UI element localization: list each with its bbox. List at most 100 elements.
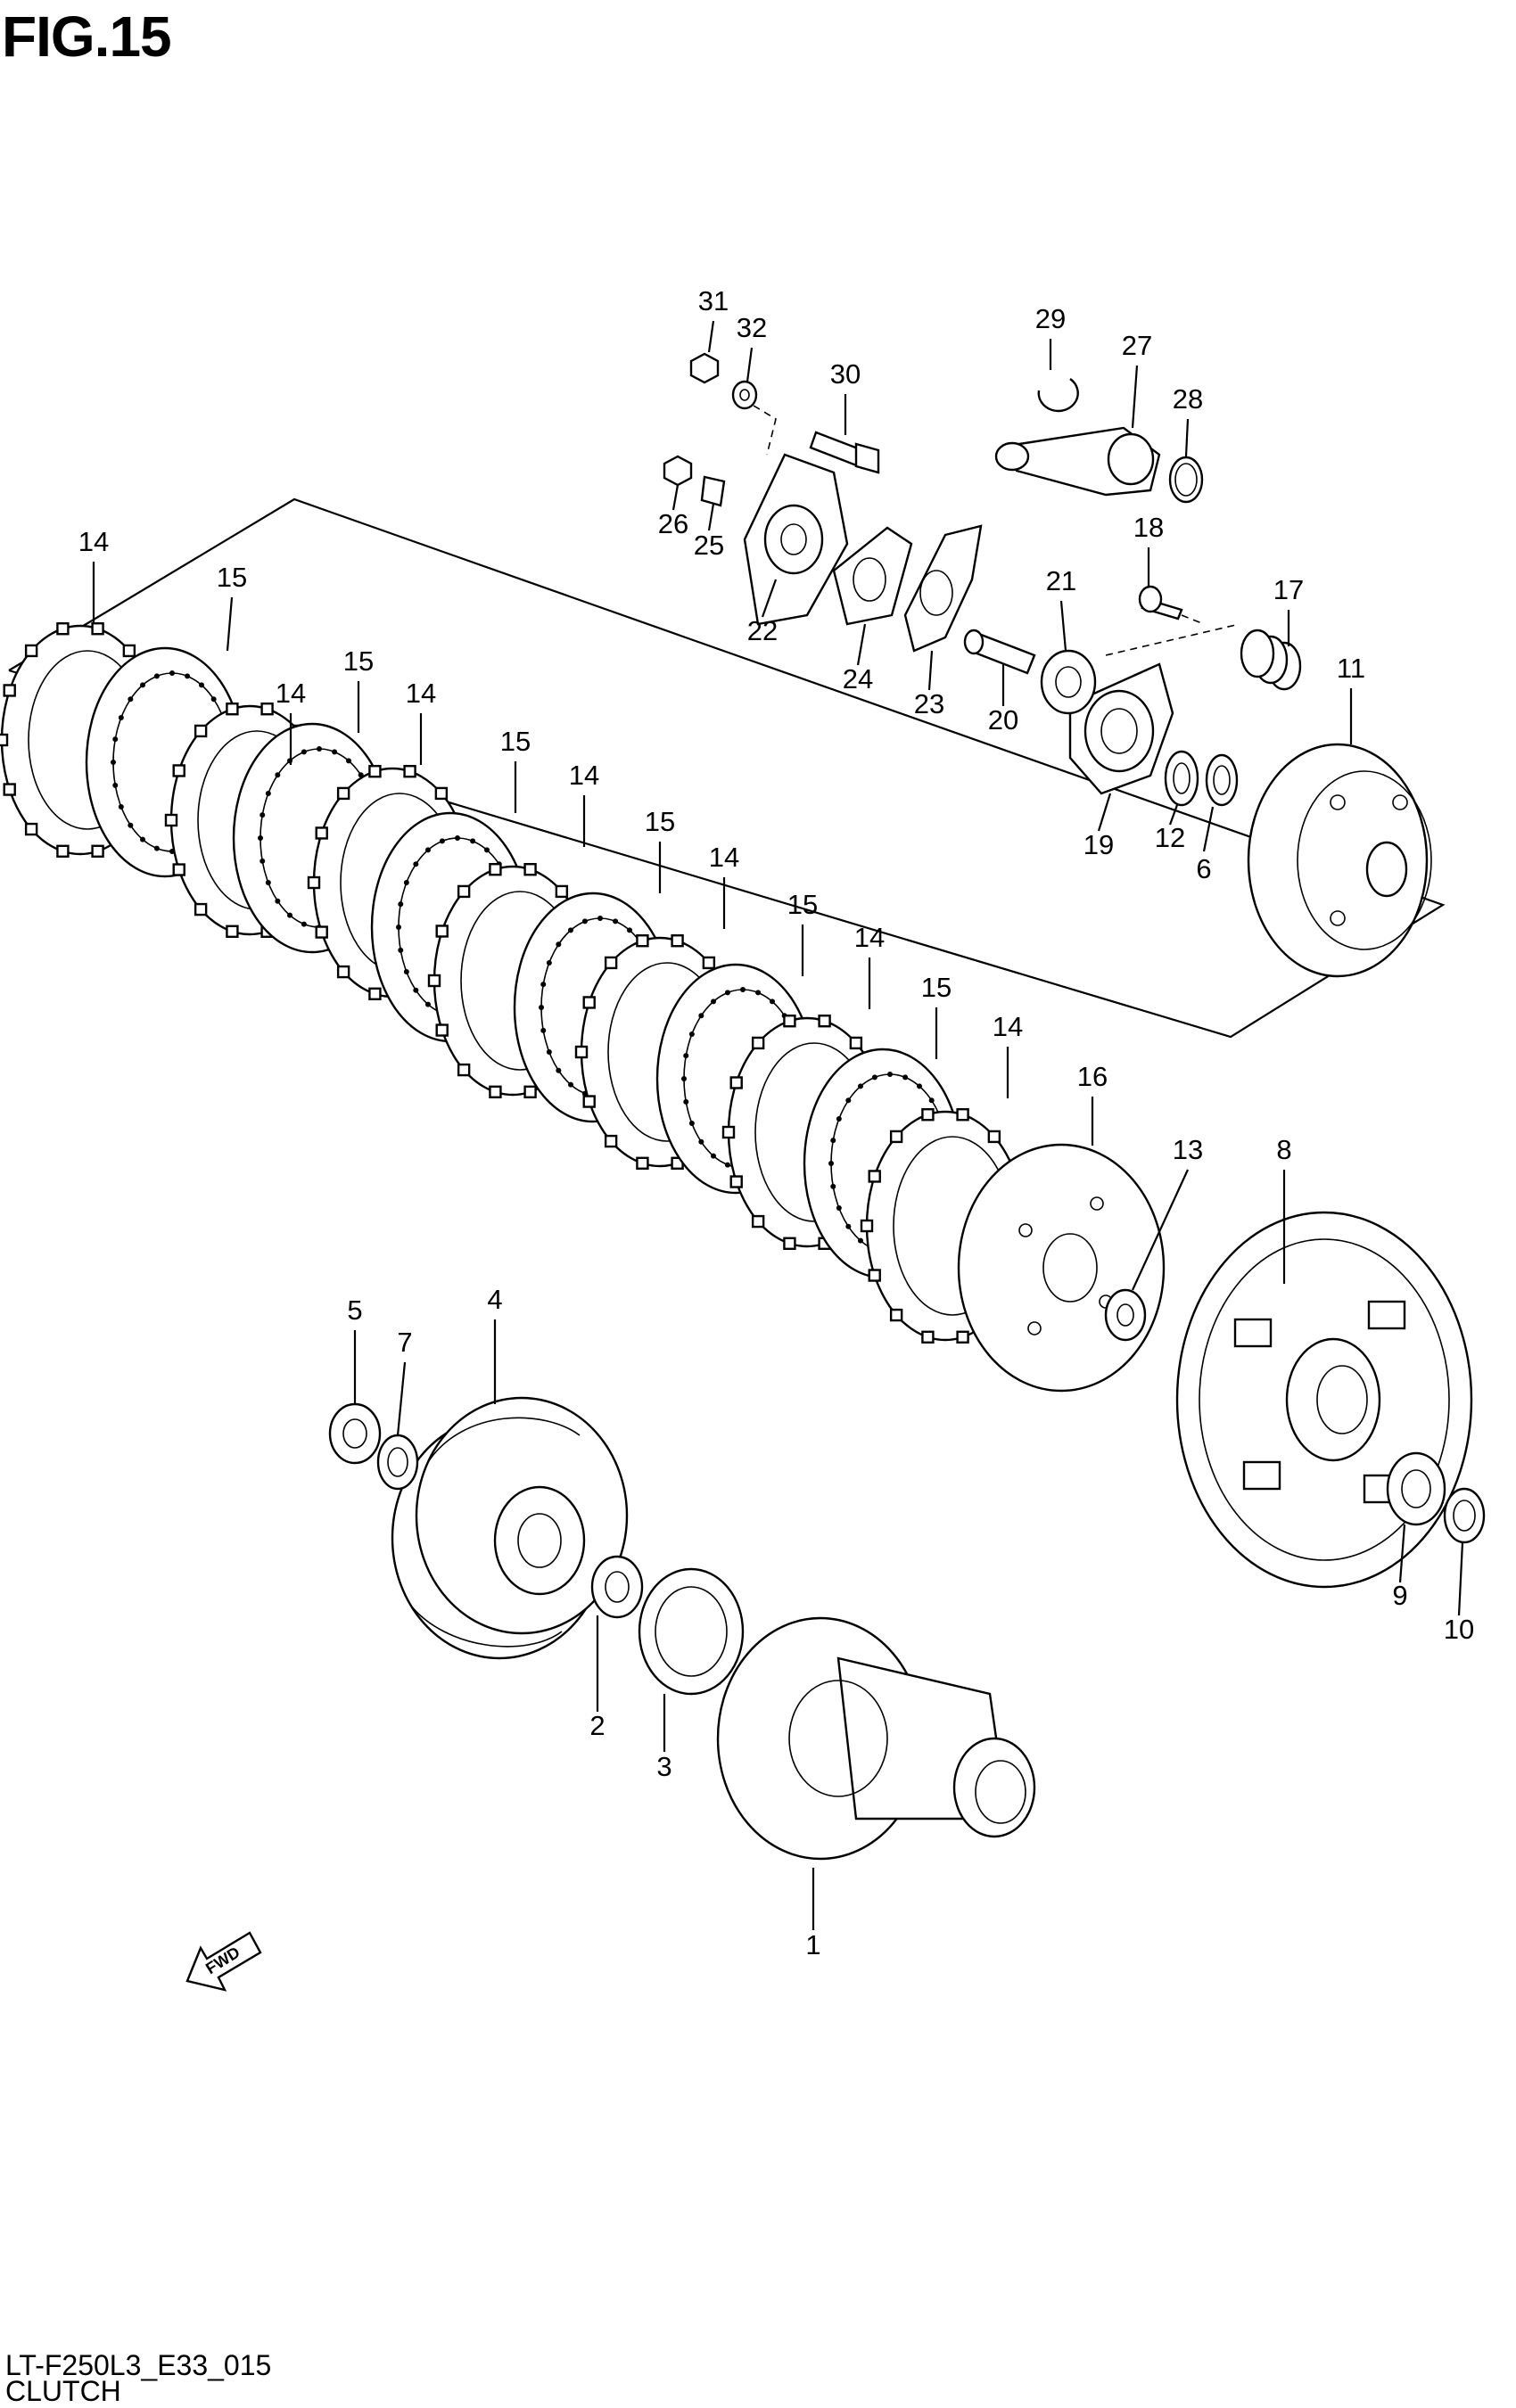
callout-22: 22 [747, 615, 778, 646]
callout-stack-15: 15 [343, 645, 374, 677]
callout-stack-15: 15 [787, 889, 818, 920]
washer-10 [1443, 1487, 1486, 1544]
leader-25 [707, 503, 715, 531]
callout-20: 20 [988, 704, 1018, 736]
callout-stack-15: 15 [500, 726, 531, 757]
gasket-24 [832, 526, 913, 626]
clutch-plate-stack [0, 622, 1031, 1344]
leader-10 [1457, 1541, 1464, 1616]
callout-18: 18 [1133, 512, 1164, 543]
callout-6: 6 [1196, 853, 1211, 884]
callout-31: 31 [698, 285, 729, 316]
leader-27 [1131, 365, 1139, 429]
callout-28: 28 [1173, 383, 1203, 415]
fwd-arrow-icon: FWD [185, 1931, 262, 1992]
clutch-housing-8 [1175, 1211, 1473, 1589]
washer-6 [1205, 753, 1239, 807]
release-cam-22 [743, 453, 849, 626]
spacer-9 [1386, 1451, 1446, 1526]
callout-14: 14 [78, 526, 109, 557]
callout-stack-14: 14 [993, 1011, 1023, 1042]
centrifugal-shoe-assembly-4 [391, 1396, 629, 1660]
leader-23 [927, 650, 934, 691]
callout-9: 9 [1392, 1580, 1407, 1611]
figure-title: FIG.15 [2, 4, 172, 69]
drawing-code: LT-F250L3_E33_015 [5, 2349, 272, 2381]
leader-15 [226, 596, 234, 652]
assembly-boundary-line [8, 497, 1446, 1039]
callout-stack-14: 14 [406, 678, 436, 709]
callout-25: 25 [694, 530, 724, 561]
leader-24 [856, 623, 867, 666]
alignment-guide [1105, 623, 1240, 656]
circlip-29 [1037, 378, 1079, 413]
leader-19 [1097, 793, 1112, 832]
stud-25 [700, 475, 726, 507]
pressure-plate-16 [957, 1143, 1166, 1393]
callout-4: 4 [487, 1284, 502, 1315]
leader-7 [396, 1361, 407, 1436]
callout-17: 17 [1273, 574, 1304, 605]
alignment-guide [753, 405, 777, 456]
leader-22 [761, 579, 778, 618]
callout-11: 11 [1337, 653, 1365, 684]
clutch-sleeve-hub-11 [1247, 743, 1432, 978]
callout-19: 19 [1083, 829, 1114, 860]
leader-9 [1398, 1524, 1406, 1583]
callout-21: 21 [1046, 565, 1076, 596]
callout-15: 15 [217, 562, 247, 593]
one-way-clutch-3 [638, 1567, 745, 1696]
leader-32 [746, 347, 754, 382]
callout-stack-14: 14 [709, 842, 739, 873]
leader-26 [671, 484, 680, 511]
nut-26 [663, 455, 693, 487]
release-plate-19 [1068, 662, 1174, 795]
bushing-2 [590, 1555, 644, 1619]
washer-13 [1104, 1288, 1147, 1342]
callout-5: 5 [347, 1294, 362, 1326]
callout-29: 29 [1035, 303, 1066, 334]
callout-stack-15: 15 [921, 972, 952, 1003]
callout-32: 32 [737, 312, 767, 343]
figure-caption: CLUTCH [5, 2375, 121, 2407]
callout-16: 16 [1077, 1061, 1108, 1092]
callout-8: 8 [1276, 1134, 1291, 1165]
callout-2: 2 [589, 1710, 605, 1741]
nut-31 [689, 352, 720, 384]
spring-17 [1240, 629, 1302, 691]
callout-1: 1 [805, 1929, 820, 1960]
push-rod-20 [963, 629, 1036, 675]
leader-6 [1202, 806, 1215, 852]
leader-28 [1184, 418, 1190, 457]
callout-23: 23 [914, 688, 944, 719]
bearing-21 [1040, 649, 1097, 715]
callout-10: 10 [1444, 1614, 1474, 1645]
callout-30: 30 [830, 358, 861, 390]
callout-13: 13 [1173, 1134, 1203, 1165]
callout-27: 27 [1122, 330, 1152, 361]
callout-stack-14: 14 [276, 678, 306, 709]
callout-12: 12 [1155, 822, 1185, 853]
washer-12 [1164, 750, 1199, 807]
washer-32 [731, 380, 758, 410]
release-arm-27 [994, 426, 1161, 497]
callout-7: 7 [397, 1327, 412, 1358]
bolt-18 [1138, 585, 1183, 620]
callout-26: 26 [658, 508, 688, 539]
leader-13 [1132, 1169, 1189, 1291]
clutch-drum-1 [716, 1616, 1036, 1861]
o-ring-28 [1168, 456, 1204, 504]
callout-leaders [92, 320, 1464, 1930]
nut-5 [328, 1402, 382, 1465]
callout-3: 3 [656, 1751, 671, 1782]
release-cam-23 [903, 524, 983, 653]
bolt-30 [809, 431, 880, 474]
leader-31 [707, 320, 715, 353]
callout-stack-14: 14 [854, 922, 885, 953]
callout-stack-15: 15 [645, 806, 675, 837]
callout-labels: 1234567891011121314151617181920212223242… [78, 285, 1474, 1960]
callout-stack-14: 14 [569, 760, 599, 791]
washer-7 [376, 1434, 419, 1491]
leader-12 [1168, 804, 1179, 826]
